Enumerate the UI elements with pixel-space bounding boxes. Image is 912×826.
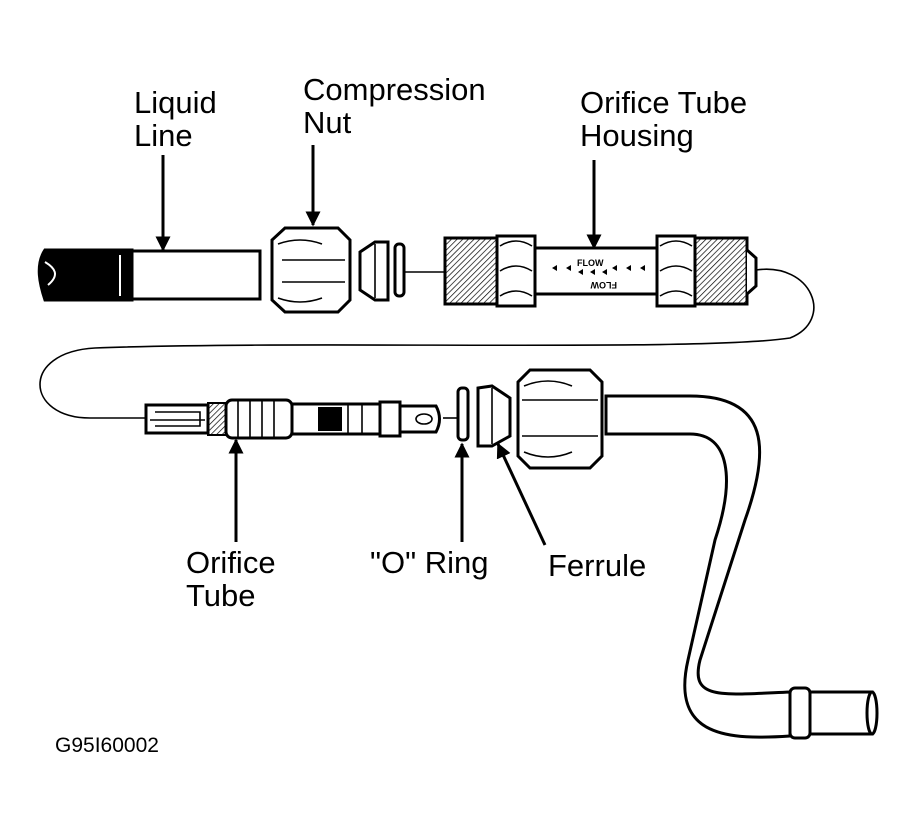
- orifice-tube-housing: FLOW FLOW: [443, 234, 758, 308]
- o-ring-top: [393, 242, 406, 298]
- compression-nut-bottom: [516, 368, 604, 470]
- orifice-tube-label: Orifice Tube: [186, 545, 284, 613]
- bent-tube: [604, 394, 879, 740]
- flow-arrows: [552, 265, 645, 275]
- liquid-line: [37, 248, 262, 302]
- assembly-path-line: [39, 268, 815, 419]
- orifice-tube-housing-label: Orifice Tube Housing: [580, 85, 756, 153]
- liquid-line-label: Liquid Line: [134, 85, 225, 153]
- ferrule-leader: [496, 442, 547, 546]
- orifice-tube: [144, 398, 441, 440]
- ferrule-label: Ferrule: [548, 548, 646, 583]
- ferrule-bottom: [476, 384, 512, 448]
- ferrule-top: [358, 240, 390, 302]
- compression-nut-top: [270, 226, 352, 314]
- flow-marking-bottom: FLOW: [590, 280, 617, 290]
- o-ring-bottom: [456, 386, 470, 442]
- figure-code: G95I60002: [55, 734, 159, 757]
- o-ring-label: "O" Ring: [370, 545, 489, 580]
- compression-nut-label: Compression Nut: [303, 72, 494, 140]
- flow-marking-top: FLOW: [577, 258, 604, 268]
